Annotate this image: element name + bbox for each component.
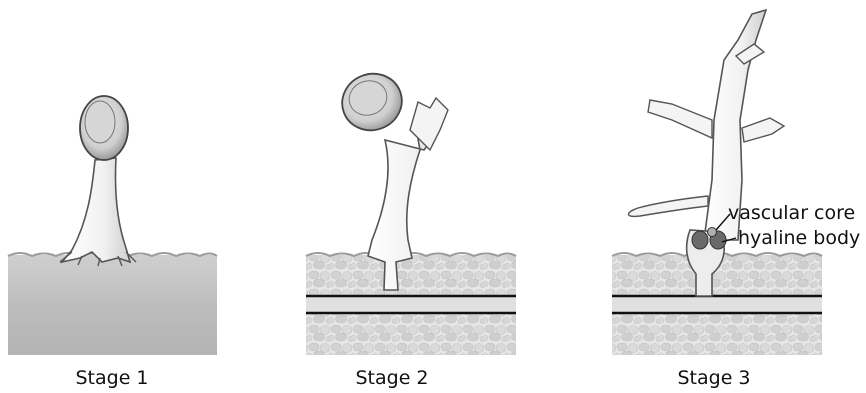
- tendril-left: [629, 196, 709, 216]
- branch-upper-left: [648, 100, 712, 138]
- stage-1-panel: Stage 1: [8, 96, 217, 389]
- leaf-primordia-stage-2: [410, 98, 448, 150]
- host-vascular-band-stage-2: [306, 296, 516, 313]
- hyaline-body-label: hyaline body: [738, 227, 860, 249]
- vascular-core-label: vascular core: [728, 202, 855, 224]
- seedling-stem-stage-1: [62, 158, 130, 262]
- hyaline-body-left: [692, 231, 708, 249]
- stage-2-panel: Stage 2: [306, 65, 516, 389]
- branch-upper-right: [742, 118, 784, 142]
- stage-3-label: Stage 3: [677, 367, 750, 389]
- host-tissue-stage-1: [8, 255, 217, 355]
- vascular-core: [708, 228, 717, 237]
- stage-2-label: Stage 2: [355, 367, 428, 389]
- stage-1-label: Stage 1: [75, 367, 148, 389]
- host-vascular-band-stage-3: [612, 296, 822, 313]
- stage-3-panel: vascular core hyaline body Stage 3: [612, 10, 860, 389]
